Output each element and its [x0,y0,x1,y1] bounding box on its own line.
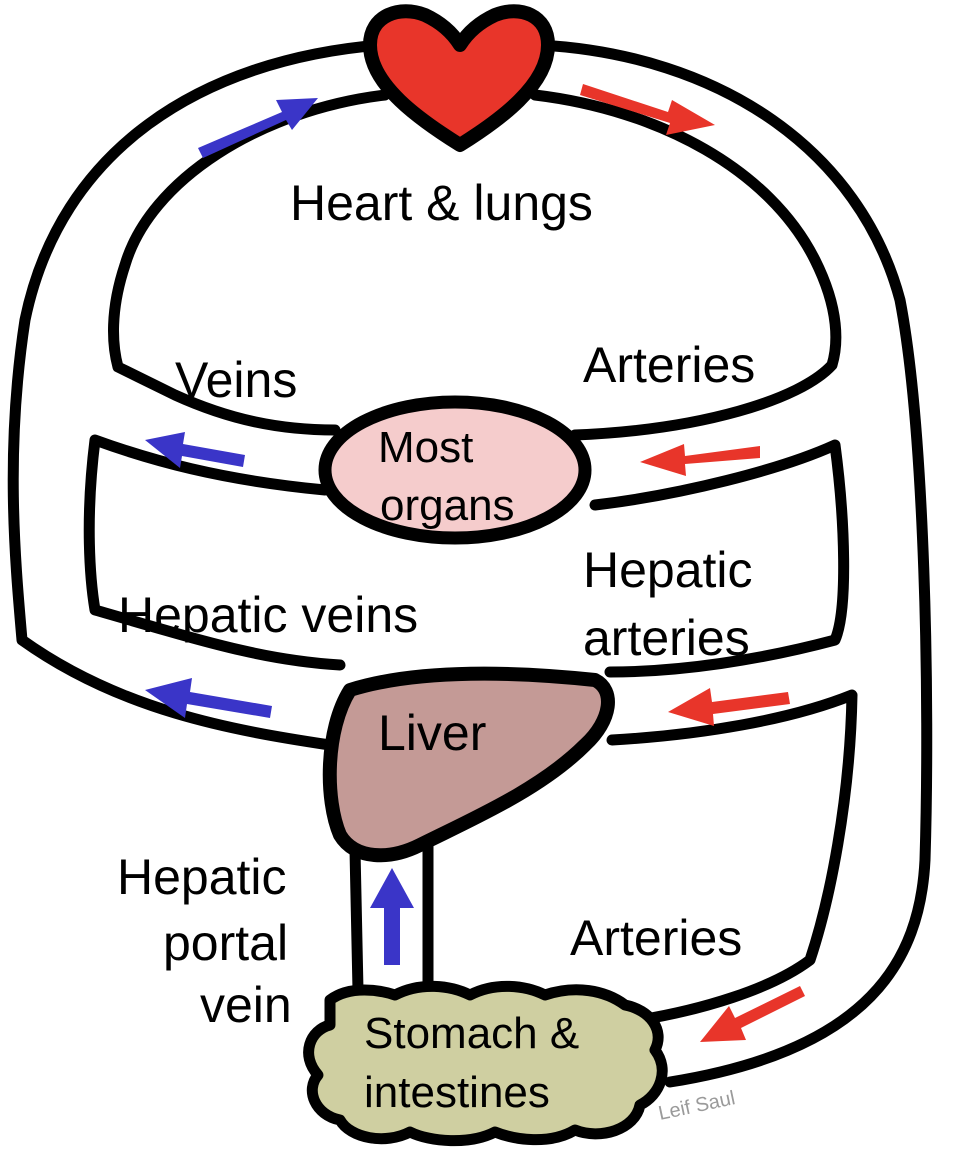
artery-arrow-most-organs [640,444,760,476]
signature: Leif Saul [656,1087,737,1125]
most-organs-organ [318,395,592,545]
portal-vein-label-line1: Hepatic [117,849,287,905]
hepatic-artery-arrow [668,688,790,726]
vein-flow-arrows [145,98,414,965]
arteries-top-label: Arteries [583,337,755,393]
hepatic-arteries-label-line2: arteries [583,610,750,666]
outer-vessel-loop [7,39,386,751]
artery-arrow-from-heart [580,84,715,135]
vein-arrow-to-heart [198,98,318,158]
stomach-label-line2: intestines [364,1068,550,1117]
inner-artery-upper [529,89,842,441]
outer-artery-loop [534,39,933,1088]
artery-arrow-stomach [700,986,805,1042]
artery-flow-arrows [580,84,805,1042]
most-organs-label-line1: Most [378,423,473,472]
vein-arrow-upper-left [145,432,245,468]
most-organs-label-line2: organs [380,481,515,530]
hepatic-arteries-label-line1: Hepatic [583,542,753,598]
artery-middle-band [589,439,850,678]
liver-label: Liver [378,705,486,761]
heart-lungs-label: Heart & lungs [290,175,593,231]
stomach-organ [303,980,668,1147]
portal-vein-walls [349,832,434,996]
arteries-bottom-label: Arteries [570,910,742,966]
portal-vein-label-line3: vein [200,977,292,1033]
hepatic-veins-label: Hepatic veins [118,587,418,643]
portal-vein-label-line2: portal [163,915,288,971]
vein-middle-band [83,434,346,671]
veins-label: Veins [175,352,297,408]
hepatic-artery-lower [606,689,858,1026]
hepatic-vein-arrow [145,678,272,718]
liver-organ [322,666,615,863]
stomach-label-line1: Stomach & [364,1009,579,1058]
portal-vein-arrow [370,868,414,965]
heart-organ [363,4,555,152]
